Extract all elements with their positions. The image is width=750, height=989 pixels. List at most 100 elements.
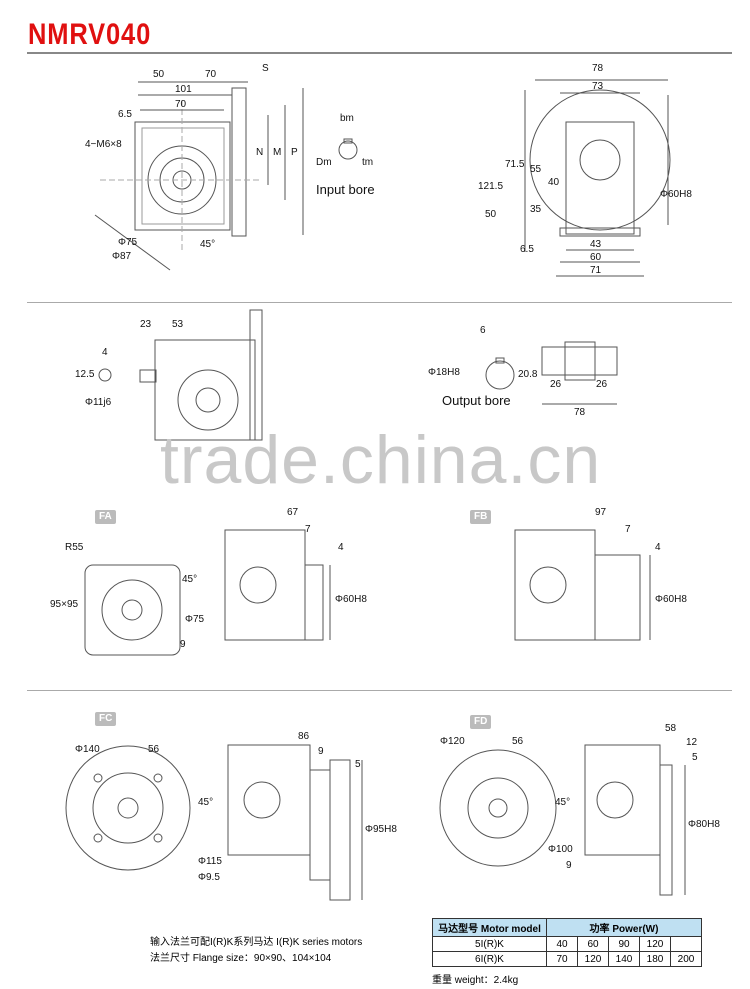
dim-label: 45° — [200, 239, 216, 250]
dim-label: 45° — [182, 574, 198, 585]
dim-label: 97 — [595, 507, 607, 518]
dim-label: 12.5 — [75, 369, 95, 380]
dim-label: 26 — [550, 379, 562, 390]
dim-label: 26 — [596, 379, 608, 390]
dim-label: 95×95 — [50, 599, 79, 610]
dim-label: 5 — [355, 759, 361, 770]
dim-label: 50 — [153, 69, 165, 80]
cell: 120 — [639, 936, 671, 952]
cell — [670, 936, 702, 952]
dim-label: 86 — [298, 731, 310, 742]
dim-label: 4 — [102, 347, 108, 358]
dim-label: Φ100 — [548, 844, 573, 855]
cell: 140 — [608, 951, 640, 967]
dim-label: Φ87 — [112, 251, 132, 262]
dim-label: 78 — [592, 63, 604, 74]
dim-label: 40 — [548, 177, 560, 188]
fb-badge: FB — [470, 510, 492, 524]
dim-label: Dm — [316, 157, 332, 168]
dim-label: 60 — [590, 252, 602, 263]
flange-size-note: 法兰尺寸 Flange size：90×90、104×104 — [150, 953, 332, 964]
fd-flange-drawing — [439, 744, 686, 896]
gearbox-side-view — [524, 79, 671, 277]
fb-flange-drawing — [514, 529, 651, 641]
dim-label: Φ60H8 — [660, 189, 692, 200]
dim-label: 23 — [140, 319, 152, 330]
dim-label: 9 — [566, 860, 572, 871]
header-model: 马达型号 Motor model — [432, 918, 547, 937]
dim-label: 71.5 — [505, 159, 525, 170]
title-rule — [27, 52, 732, 54]
input-bore-caption: Input bore — [316, 182, 375, 197]
dim-label: M — [273, 147, 282, 158]
fd-badge: FD — [470, 715, 492, 729]
dim-label: 56 — [512, 736, 524, 747]
dim-label: 20.8 — [518, 369, 538, 380]
dim-label: 43 — [590, 239, 602, 250]
dim-label: 4−M6×8 — [85, 139, 122, 150]
dim-label: 70 — [175, 99, 187, 110]
dim-label: 4 — [338, 542, 344, 553]
dim-label: Φ120 — [440, 736, 465, 747]
shaft-view — [98, 309, 263, 441]
dim-label: Φ11j6 — [85, 397, 112, 408]
dim-label: 6.5 — [520, 244, 534, 255]
dim-label: S — [262, 63, 269, 74]
dim-label: 78 — [574, 407, 586, 418]
dim-label: 71 — [590, 265, 602, 276]
dim-label: Φ18H8 — [428, 367, 460, 378]
dim-label: N — [256, 147, 264, 158]
dim-label: 56 — [148, 744, 160, 755]
fc-badge: FC — [95, 712, 117, 726]
fa-badge: FA — [95, 510, 116, 524]
cell: 120 — [577, 951, 609, 967]
dim-label: Φ75 — [185, 614, 205, 625]
dim-label: 121.5 — [478, 181, 504, 192]
dim-label: 5 — [692, 752, 698, 763]
dim-label: Φ115 — [198, 856, 222, 867]
fc-flange-drawing — [65, 744, 363, 901]
dim-label: Φ140 — [75, 744, 100, 755]
dim-label: 7 — [305, 524, 311, 535]
dim-label: 53 — [172, 319, 184, 330]
cell: 60 — [577, 936, 609, 952]
dim-label: 12 — [686, 737, 698, 748]
dim-label: 9 — [180, 639, 186, 650]
dim-label: tm — [362, 157, 374, 168]
cell: 90 — [608, 936, 640, 952]
dim-label: Φ80H8 — [688, 819, 720, 830]
cell: 70 — [546, 951, 578, 967]
dim-label: 67 — [287, 507, 299, 518]
dim-label: Φ9.5 — [198, 872, 220, 883]
output-bore-drawing — [485, 341, 618, 405]
dim-label: Φ75 — [118, 237, 138, 248]
page-title: NMRV040 — [28, 18, 152, 51]
cell: 200 — [670, 951, 702, 967]
watermark: trade.china.cn — [160, 422, 602, 498]
dim-label: 6.5 — [118, 109, 132, 120]
cell: 40 — [546, 936, 578, 952]
dim-label: bm — [340, 113, 354, 124]
gearbox-front-view — [94, 81, 304, 271]
dim-label: 55 — [530, 164, 542, 175]
header-power: 功率 Power(W) — [546, 918, 702, 937]
dim-label: 6 — [480, 325, 486, 336]
dim-label: 58 — [665, 723, 677, 734]
dim-label: 35 — [530, 204, 542, 215]
fa-flange-drawing — [84, 529, 331, 656]
dim-label: 4 — [655, 542, 661, 553]
cell: 5I(R)K — [432, 936, 547, 952]
divider — [27, 302, 732, 303]
dim-label: 73 — [592, 81, 604, 92]
output-bore-caption: Output bore — [442, 393, 511, 408]
cell: 180 — [639, 951, 671, 967]
dim-label: Φ60H8 — [655, 594, 687, 605]
dim-label: 45° — [555, 797, 571, 808]
input-bore-drawing — [338, 138, 358, 160]
cell: 6I(R)K — [432, 951, 547, 967]
dim-label: R55 — [65, 542, 84, 553]
